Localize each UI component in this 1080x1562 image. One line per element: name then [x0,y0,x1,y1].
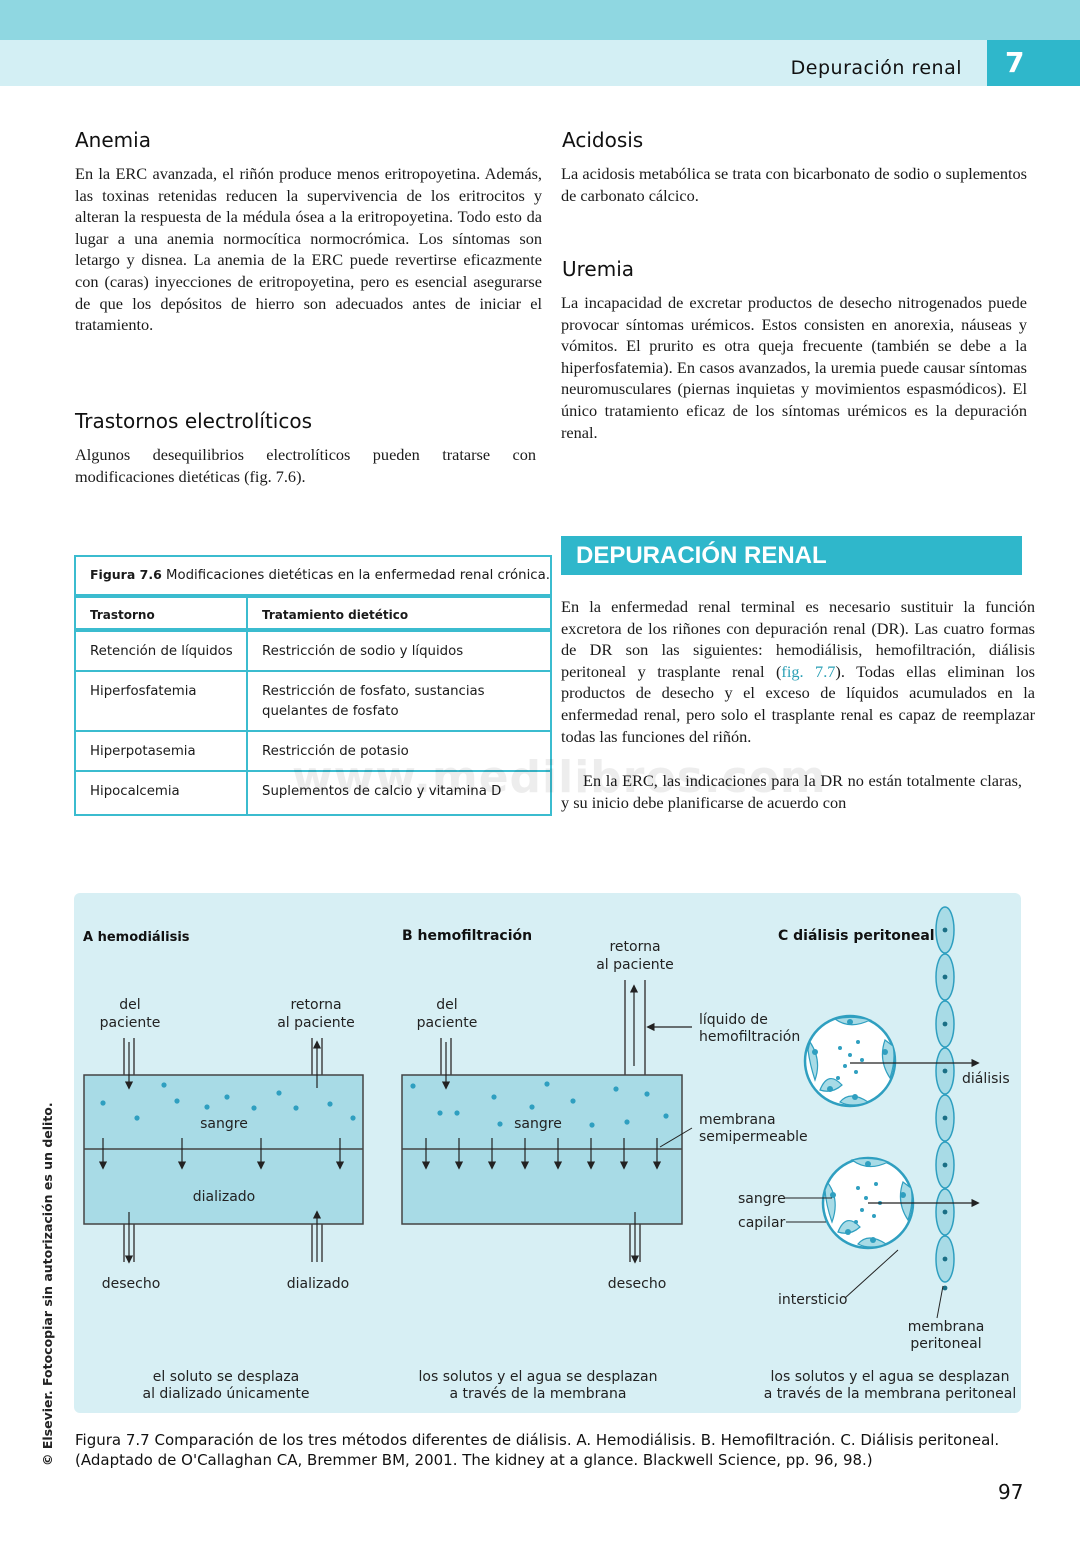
table-header-tratamiento: Tratamiento dietético [246,595,552,632]
panel-c-blood-label: sangre [738,1191,786,1207]
panel-a-out-label-1: retorna [290,997,341,1013]
table-cell: Hiperpotasemia [74,730,248,772]
table-cell: Suplementos de calcio y vitamina D [246,770,552,816]
panel-b-membrane-pointer [659,1127,693,1148]
panel-a-waste-label: desecho [102,1276,161,1292]
running-title: Depuración renal [790,57,962,79]
header-band [0,40,1080,86]
panel-a-note-2: al dializado únicamente [142,1386,309,1402]
table-row: Hiperfosfatemia Restricción de fosfato, … [74,670,552,732]
paragraph-acidosis: La acidosis metabólica se trata con bica… [561,164,1027,205]
panel-b-fluid-label-1: líquido de [699,1012,768,1028]
table-cell: Restricción de potasio [246,730,552,772]
panel-c-capillary-top [803,1014,897,1108]
section-banner-depuracion-renal: DEPURACIÓN RENAL [561,536,1022,575]
paragraph-depuracion-2: En la ERC, las indicaciones para la DR n… [561,771,1022,812]
panel-b-blood-label: sangre [514,1116,562,1132]
panel-b-hemofiltracion: B hemofiltración del paciente retorna al… [401,928,808,1402]
table-cell: Hiperfosfatemia [74,670,248,732]
panel-c-membrane-pointer [936,1285,944,1319]
panel-b-out-label-1: retorna [609,939,660,955]
copyright-notice: © Elsevier. Fotocopiar sin autorización … [40,1102,55,1466]
chapter-number: 7 [987,40,1080,86]
figure-7-7-caption: Figura 7.7 Comparación de los tres métod… [75,1431,1000,1469]
panel-c-dialisis-peritoneal: C diálisis peritoneal diálisis [738,906,1017,1402]
panel-c-membrane-cells [935,906,955,1283]
panel-c-cell-nuclei [942,927,948,1291]
top-color-band [0,0,1080,40]
watermark: www.medilibros.com [292,752,827,803]
panel-c-membrane-label-1: membrana [908,1319,985,1335]
panel-b-filtration-arrows [421,1138,662,1170]
figure-7-7-link[interactable]: fig. 7.7 [781,661,836,681]
panel-c-membrane-label-2: peritoneal [910,1336,981,1352]
figure-7-7-diagram: A hemodiálisis del paciente retorna al p… [83,906,1017,1402]
table-cell: Retención de líquidos [74,629,248,672]
panel-c-note-2: a través de la membrana peritoneal [764,1386,1017,1402]
figure-7-6-table: Figura 7.6 Modificaciones dietéticas en … [74,555,552,816]
panel-a-title: A hemodiálisis [83,930,190,945]
table-caption: Figura 7.6 Modificaciones dietéticas en … [74,555,552,598]
table-row: Hipocalcemia Suplementos de calcio y vit… [74,770,552,816]
panel-c-interstitium-label: intersticio [778,1292,847,1308]
panel-a-note-1: el soluto se desplaza [153,1369,300,1385]
section-title-acidosis: Acidosis [562,128,644,152]
panel-a-tubes [123,1038,323,1262]
table-header-trastorno: Trastorno [74,595,248,632]
panel-b-fluid-label-2: hemofiltración [699,1029,800,1045]
panel-a-in-label-2: paciente [100,1015,161,1031]
panel-b-solute-dots [410,1081,669,1128]
panel-b-membrane-label-1: membrana [699,1112,776,1128]
panel-a-blood-label: sangre [200,1116,248,1132]
panel-b-title: B hemofiltración [402,928,532,944]
table-cell: Restricción de sodio y líquidos [246,629,552,672]
table-cell: Restricción de fosfato, sustancias quela… [246,670,552,732]
page-number: 97 [998,1480,1024,1504]
table-cell: Hipocalcemia [74,770,248,816]
panel-b-in-label-2: paciente [417,1015,478,1031]
section-title-uremia: Uremia [562,257,635,281]
table-row: Hiperpotasemia Restricción de potasio [74,730,552,772]
panel-c-note-1: los solutos y el agua se desplazan [771,1369,1010,1385]
table-row: Retención de líquidos Restricción de sod… [74,629,552,672]
panel-a-hemodialisis: A hemodiálisis del paciente retorna al p… [83,930,364,1402]
panel-a-in-label-1: del [119,997,140,1013]
panel-c-dialysis-label: diálisis [962,1071,1010,1087]
paragraph-anemia: En la ERC avanzada, el riñón produce men… [75,164,542,335]
panel-a-dialysate-label: dializado [193,1189,256,1205]
panel-a-diffusion-arrows [98,1138,345,1170]
panel-c-capillary-label: capilar [738,1215,786,1231]
panel-c-title: C diálisis peritoneal [778,928,935,944]
panel-b-out-label-2: al paciente [596,957,674,973]
panel-a-solute-dots [100,1082,356,1121]
panel-b-note-2: a través de la membrana [450,1386,627,1402]
section-title-anemia: Anemia [75,128,151,152]
paragraph-electrolitos: Algunos desequilibrios electrolíticos pu… [75,445,536,486]
panel-b-waste-label: desecho [608,1276,667,1292]
section-title-electrolitos: Trastornos electrolíticos [75,409,313,433]
panel-b-tubes [440,980,646,1262]
paragraph-depuracion-1: En la enfermedad renal terminal es neces… [561,597,1036,746]
panel-b-note-1: los solutos y el agua se desplazan [419,1369,658,1385]
panel-c-interstitium-pointer [844,1249,899,1299]
paragraph-uremia: La incapacidad de excretar productos de … [561,293,1027,442]
panel-a-dialysate-in-label: dializado [287,1276,350,1292]
panel-b-in-label-1: del [436,997,457,1013]
panel-a-out-label-2: al paciente [277,1015,355,1031]
panel-b-membrane-label-2: semipermeable [699,1129,808,1145]
